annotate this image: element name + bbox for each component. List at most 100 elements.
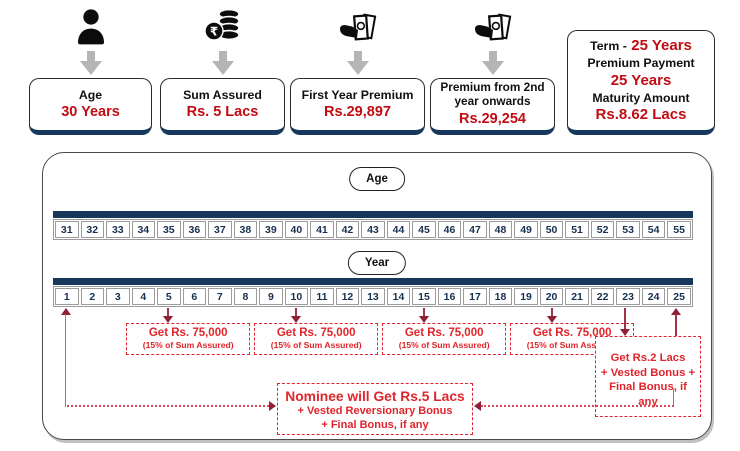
age-cell: 37 bbox=[208, 221, 232, 238]
maturity-amount-value: Rs.8.62 Lacs bbox=[595, 105, 687, 123]
survival-benefit-arrow-down-icon bbox=[547, 316, 558, 323]
age-cell: 50 bbox=[539, 221, 564, 238]
age-cell: 48 bbox=[488, 221, 513, 238]
age-axis-bar bbox=[53, 211, 693, 218]
renewal-premium-value: Rs.29,254 bbox=[459, 110, 526, 127]
age-cell: 41 bbox=[310, 221, 334, 238]
maturity-arrow-up-icon bbox=[671, 308, 681, 315]
premium-payment-label: Premium Payment bbox=[587, 56, 695, 71]
year-cell: 3 bbox=[106, 288, 130, 305]
age-pill: Age bbox=[349, 167, 405, 191]
year-cell: 12 bbox=[335, 288, 360, 305]
term-label: Term - bbox=[590, 39, 627, 54]
age-cell: 47 bbox=[463, 221, 487, 238]
rupee-coins-icon: ₹ bbox=[202, 6, 244, 53]
age-cell: 49 bbox=[514, 221, 538, 238]
death-benefit-arrow-up-icon bbox=[61, 308, 71, 315]
year-cell: 14 bbox=[386, 288, 411, 305]
death-benefit-dotted-line bbox=[67, 405, 269, 407]
death-benefit-connector-line bbox=[673, 389, 674, 407]
term-card: Term - 25 Years Premium Payment 25 Years… bbox=[567, 30, 715, 135]
sum-assured-value: Rs. 5 Lacs bbox=[186, 104, 259, 121]
year-cell: 7 bbox=[208, 288, 232, 305]
year-cell: 2 bbox=[80, 288, 105, 305]
year-cell: 18 bbox=[488, 288, 513, 305]
age-card-label: Age bbox=[78, 87, 103, 102]
maturity-benefit-line: Get Rs.2 Lacs bbox=[610, 352, 686, 364]
year-cell: 23 bbox=[616, 288, 640, 305]
survival-benefit-note: (15% of Sum Assured) bbox=[526, 340, 618, 350]
maturity-benefit-line: + Vested Bonus + bbox=[600, 366, 696, 379]
age-cell: 46 bbox=[437, 221, 462, 238]
first-year-premium-value: Rs.29,897 bbox=[324, 104, 391, 121]
survival-benefit-arrow-line bbox=[295, 308, 298, 317]
year-cell: 10 bbox=[284, 288, 309, 305]
year-cell: 5 bbox=[157, 288, 181, 305]
sum-assured-label: Sum Assured bbox=[183, 87, 262, 102]
age-cell: 35 bbox=[157, 221, 181, 238]
death-benefit-line: + Final Bonus, if any bbox=[321, 418, 429, 431]
down-arrow-icon bbox=[212, 51, 234, 80]
maturity-amount-label: Maturity Amount bbox=[592, 90, 690, 105]
svg-text:₹: ₹ bbox=[210, 25, 218, 39]
year-cell: 8 bbox=[233, 288, 258, 305]
survival-benefit-arrow-line bbox=[167, 308, 170, 317]
age-cell: 45 bbox=[412, 221, 436, 238]
age-cell: 55 bbox=[667, 221, 691, 238]
year-cell: 17 bbox=[463, 288, 487, 305]
survival-benefit-amount: Get Rs. 75,000 bbox=[532, 327, 612, 339]
age-cell: 44 bbox=[386, 221, 411, 238]
maturity-connector-line bbox=[624, 308, 626, 329]
year-cell: 13 bbox=[361, 288, 385, 305]
death-benefit-arrow-left-icon bbox=[474, 401, 481, 411]
down-arrow-icon bbox=[80, 51, 102, 80]
year-cell: 19 bbox=[514, 288, 538, 305]
age-cell: 31 bbox=[55, 221, 79, 238]
first-year-premium-label: First Year Premium bbox=[301, 87, 414, 102]
year-pill: Year bbox=[347, 251, 407, 275]
maturity-benefit-line: Final Bonus, if any bbox=[609, 381, 687, 409]
age-cell: 33 bbox=[106, 221, 130, 238]
age-cell: 43 bbox=[361, 221, 385, 238]
survival-benefit-amount: Get Rs. 75,000 bbox=[148, 327, 228, 339]
survival-benefit-box: Get Rs. 75,000(15% of Sum Assured) bbox=[382, 323, 507, 355]
year-cell: 6 bbox=[182, 288, 207, 305]
death-benefit-arrow-right-icon bbox=[269, 401, 276, 411]
survival-benefit-amount: Get Rs. 75,000 bbox=[276, 327, 356, 339]
age-cell: 36 bbox=[182, 221, 207, 238]
survival-benefit-amount: Get Rs. 75,000 bbox=[404, 327, 484, 339]
year-axis-bar bbox=[53, 278, 693, 285]
survival-benefit-box: Get Rs. 75,000(15% of Sum Assured) bbox=[126, 323, 251, 355]
term-value: 25 Years bbox=[631, 37, 692, 55]
person-icon bbox=[71, 6, 111, 51]
age-cell: 51 bbox=[565, 221, 589, 238]
premium-payment-value: 25 Years bbox=[610, 71, 672, 89]
maturity-benefit-box: Get Rs.2 Lacs + Vested Bonus + Final Bon… bbox=[595, 336, 701, 417]
age-cell: 53 bbox=[616, 221, 640, 238]
year-cell: 22 bbox=[590, 288, 615, 305]
survival-benefit-arrow-down-icon bbox=[419, 316, 430, 323]
term-line: Term - 25 Years bbox=[590, 36, 692, 56]
age-cell: 32 bbox=[80, 221, 105, 238]
age-cell: 42 bbox=[335, 221, 360, 238]
down-arrow-icon bbox=[482, 51, 504, 80]
year-cell: 15 bbox=[412, 288, 436, 305]
down-arrow-icon bbox=[347, 51, 369, 80]
year-cell: 4 bbox=[131, 288, 156, 305]
year-cell: 11 bbox=[310, 288, 334, 305]
year-cell: 1 bbox=[55, 288, 79, 305]
age-cell: 52 bbox=[590, 221, 615, 238]
year-cell: 24 bbox=[641, 288, 666, 305]
survival-benefit-note: (15% of Sum Assured) bbox=[398, 340, 490, 350]
survival-benefit-arrow-down-icon bbox=[163, 316, 174, 323]
survival-benefit-arrow-line bbox=[551, 308, 554, 317]
age-card-value: 30 Years bbox=[61, 104, 120, 121]
cash-in-hand-icon bbox=[338, 12, 378, 51]
survival-benefit-note: (15% of Sum Assured) bbox=[270, 340, 362, 350]
death-benefit-box: Nominee will Get Rs.5 Lacs + Vested Reve… bbox=[277, 383, 473, 435]
age-cell: 40 bbox=[284, 221, 309, 238]
death-benefit-connector-line bbox=[65, 314, 66, 407]
